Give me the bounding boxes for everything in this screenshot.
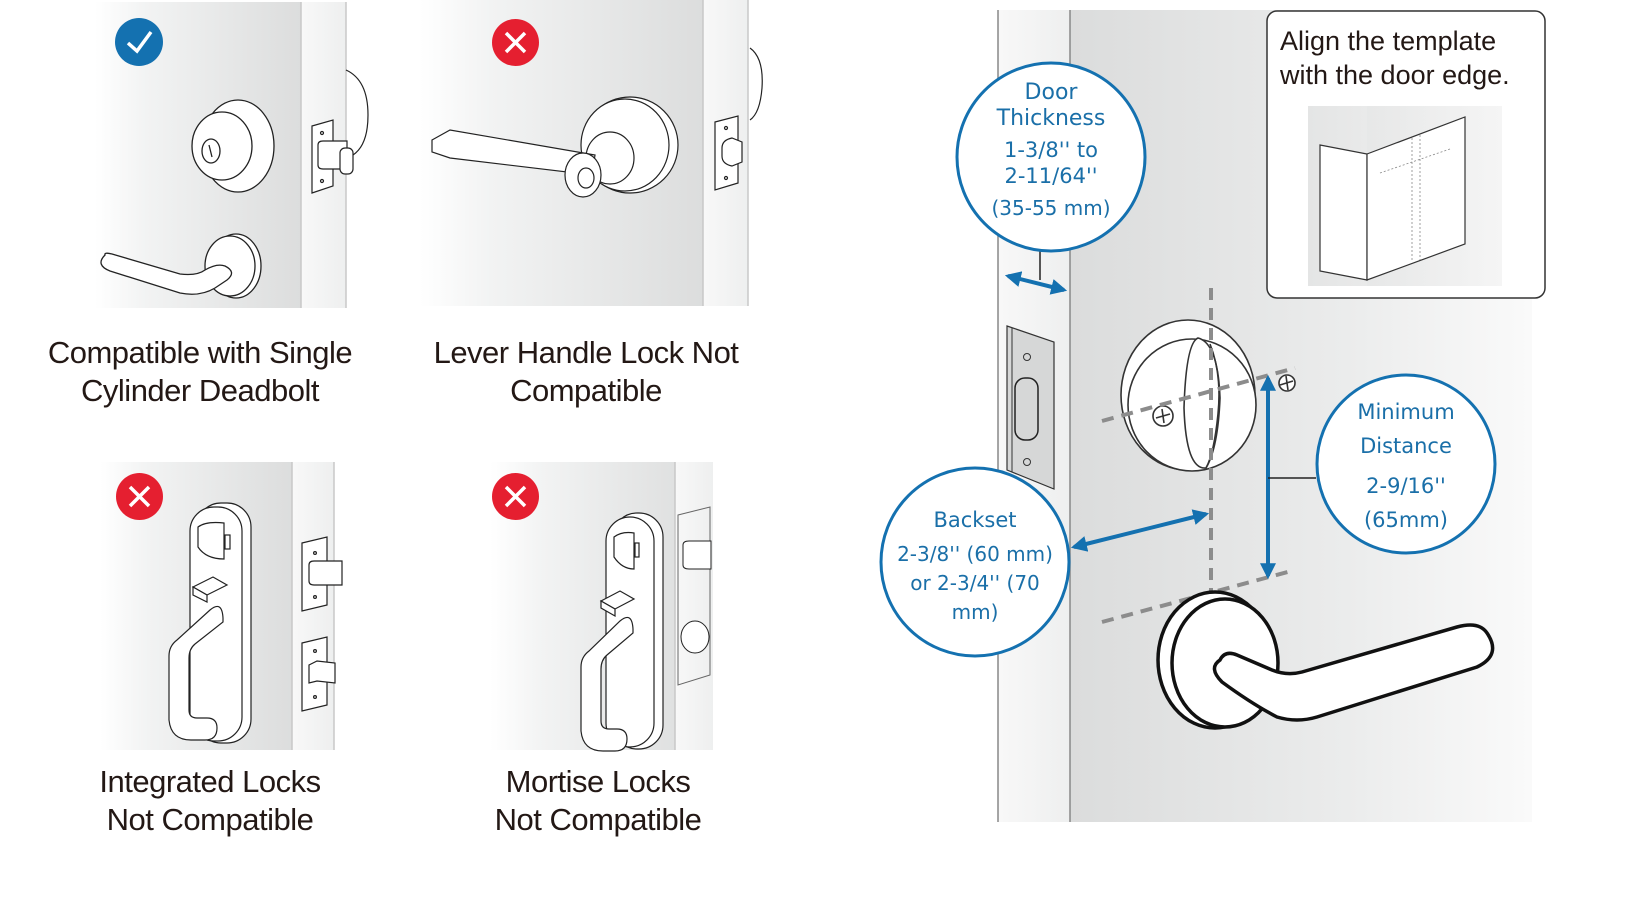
- panel-single-cylinder-deadbolt: [0, 0, 400, 320]
- caption-compatible-deadbolt: Compatible with Single Cylinder Deadbolt: [0, 334, 400, 410]
- template-tip-text: Align the template with the door edge.: [1280, 24, 1510, 92]
- callout-value: (35-55 mm): [991, 196, 1110, 220]
- caption-line: Mortise Locks: [505, 764, 691, 799]
- caption-lever-handle: Lever Handle Lock Not Compatible: [400, 334, 772, 410]
- caption-line: Compatible: [510, 373, 662, 408]
- screw-left: [1152, 405, 1174, 427]
- door-illustration: [100, 462, 343, 750]
- deadbolt-strike-plate: [1006, 325, 1055, 490]
- deadbolt-thumbturn: [1120, 319, 1296, 472]
- lever-lock: [431, 96, 679, 198]
- panel-mortise-locks: [470, 455, 730, 755]
- strike-plate: [311, 69, 369, 194]
- check-icon: [115, 18, 163, 66]
- callout-backset: Backset 2-3/8'' (60 mm) or 2-3/4'' (70 m…: [879, 466, 1071, 658]
- callout-value: 1-3/8'' to: [1004, 138, 1098, 162]
- x-icon: [116, 473, 163, 520]
- callout-title: Thickness: [996, 106, 1106, 131]
- panel-integrated-locks: [100, 455, 360, 755]
- mortise-faceplate: [677, 506, 712, 686]
- tip-line: with the door edge.: [1280, 60, 1510, 90]
- folded-template-illustration: [1319, 116, 1466, 281]
- caption-line: Not Compatible: [494, 802, 702, 837]
- deadbolt-knob: [191, 99, 275, 193]
- callout-title: Door: [1025, 80, 1079, 105]
- strike-plate: [714, 47, 763, 191]
- callout-minimum-distance: Minimum Distance 2-9/16'' (65mm): [1315, 373, 1497, 555]
- caption-line: Lever Handle Lock Not: [433, 335, 739, 370]
- callout-value: mm): [952, 600, 999, 624]
- x-icon: [492, 473, 539, 520]
- callout-title: Minimum: [1357, 400, 1454, 424]
- caption-integrated-locks: Integrated Locks Not Compatible: [10, 763, 410, 839]
- callout-value: or 2-3/4'' (70: [910, 571, 1040, 595]
- panel-lever-handle-lock: [420, 0, 763, 320]
- strike-plates: [301, 536, 343, 712]
- lever-handle: [100, 233, 262, 299]
- callout-title: Backset: [933, 508, 1016, 532]
- screw-right: [1278, 374, 1296, 392]
- caption-line: Cylinder Deadbolt: [81, 373, 319, 408]
- callout-value: 2-9/16'': [1366, 474, 1446, 498]
- caption-line: Integrated Locks: [99, 764, 321, 799]
- callout-door-thickness: Door Thickness 1-3/8'' to 2-11/64'' (35-…: [955, 61, 1147, 253]
- backset-arrow: [1070, 509, 1210, 552]
- callout-value: 2-3/8'' (60 mm): [897, 542, 1053, 566]
- door-illustration: [420, 0, 763, 306]
- integrated-lock: [168, 502, 252, 744]
- tip-line: Align the template: [1280, 26, 1497, 56]
- caption-line: Not Compatible: [106, 802, 314, 837]
- door-illustration: [95, 2, 369, 308]
- callout-title: Distance: [1360, 434, 1452, 458]
- mortise-lock: [580, 512, 664, 752]
- template-tip-box: [1266, 10, 1546, 299]
- caption-line: Compatible with Single: [47, 335, 353, 370]
- callout-value: (65mm): [1364, 508, 1448, 532]
- x-icon: [492, 19, 539, 66]
- lever-handle: [1156, 590, 1495, 730]
- caption-mortise-locks: Mortise Locks Not Compatible: [400, 763, 796, 839]
- door-thickness-arrow: [1004, 271, 1068, 295]
- callout-value: 2-11/64'': [1004, 164, 1097, 188]
